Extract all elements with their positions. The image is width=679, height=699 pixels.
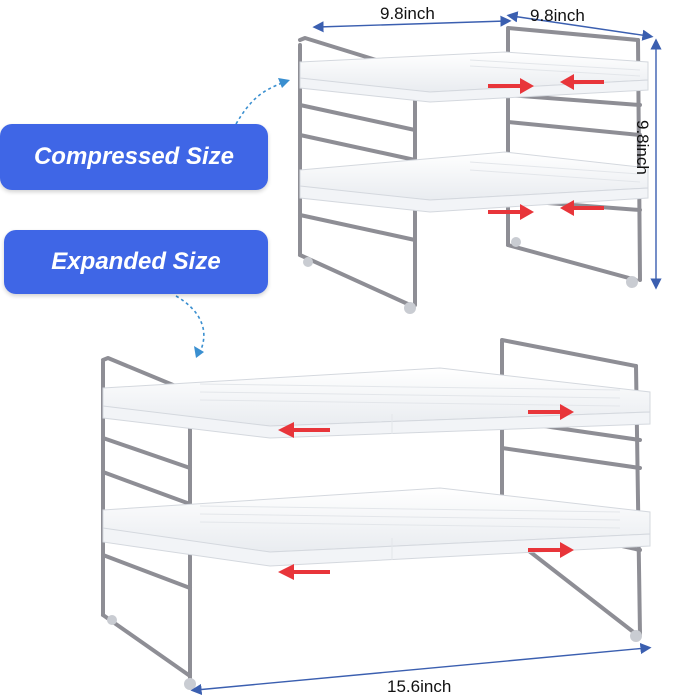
expand-arrow-icon	[278, 404, 574, 580]
expanded-shelf	[101, 338, 652, 696]
compressed-width-label: 9.8inch	[380, 4, 435, 23]
compressed-depth-label: 9.8inch	[530, 6, 585, 25]
compressed-size-label: Compressed Size	[0, 124, 268, 190]
height-label: 9.8inch	[633, 120, 652, 175]
connector-lines	[175, 81, 286, 353]
expanded-width-label: 15.6inch	[387, 677, 452, 696]
expanded-size-label: Expanded Size	[4, 230, 268, 294]
compress-arrow-icon	[488, 74, 604, 220]
compressed-shelf	[298, 11, 662, 314]
